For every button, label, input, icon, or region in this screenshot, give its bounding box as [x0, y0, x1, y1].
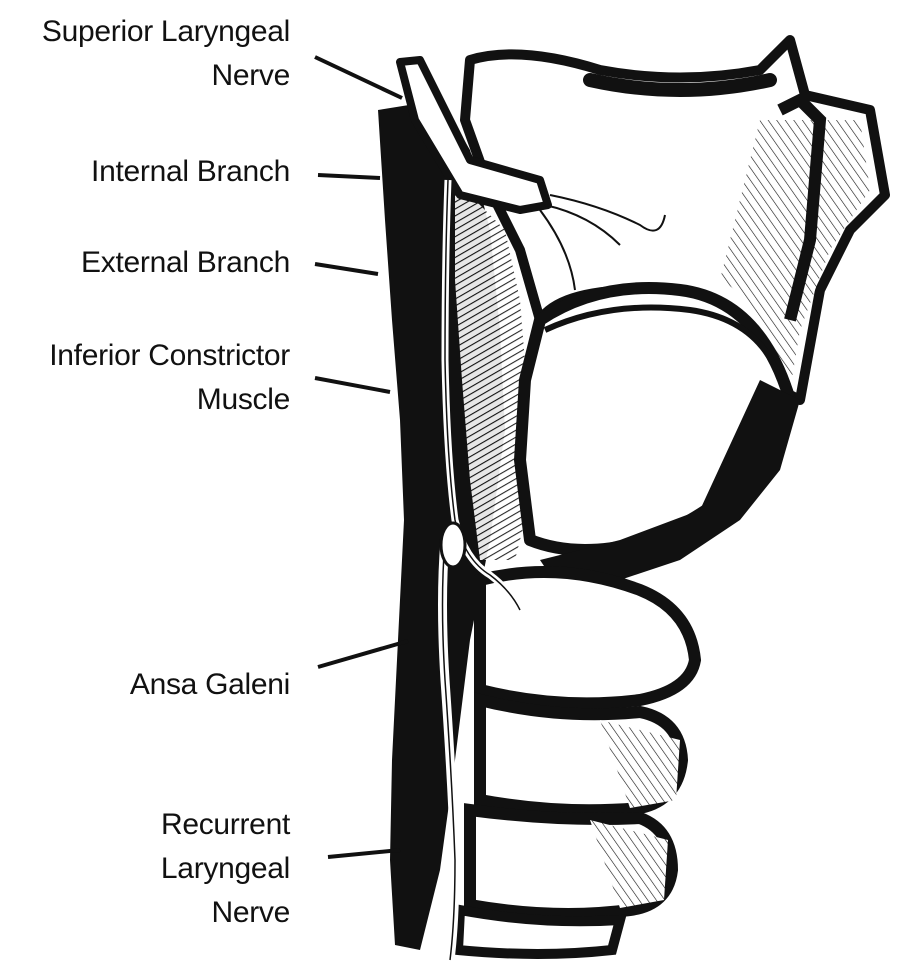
leader-external-branch — [315, 264, 378, 274]
leader-recurrent-laryngeal — [328, 850, 400, 857]
label-internal-branch: Internal Branch — [91, 150, 290, 194]
ansa-galeni-loop — [441, 523, 465, 567]
tracheal-ring-4 — [458, 910, 620, 954]
leader-superior-laryngeal — [315, 57, 402, 98]
label-inferior-constrictor-muscle: Inferior Constrictor Muscle — [49, 334, 290, 422]
label-ansa-galeni: Ansa Galeni — [130, 663, 290, 707]
leader-inferior-constrictor — [315, 378, 390, 392]
leader-internal-branch — [318, 175, 380, 178]
label-superior-laryngeal-nerve: Superior Laryngeal Nerve — [42, 10, 290, 98]
label-recurrent-laryngeal-nerve: Recurrent Laryngeal Nerve — [161, 803, 290, 935]
label-external-branch: External Branch — [81, 241, 290, 285]
leader-ansa-galeni — [318, 641, 408, 667]
